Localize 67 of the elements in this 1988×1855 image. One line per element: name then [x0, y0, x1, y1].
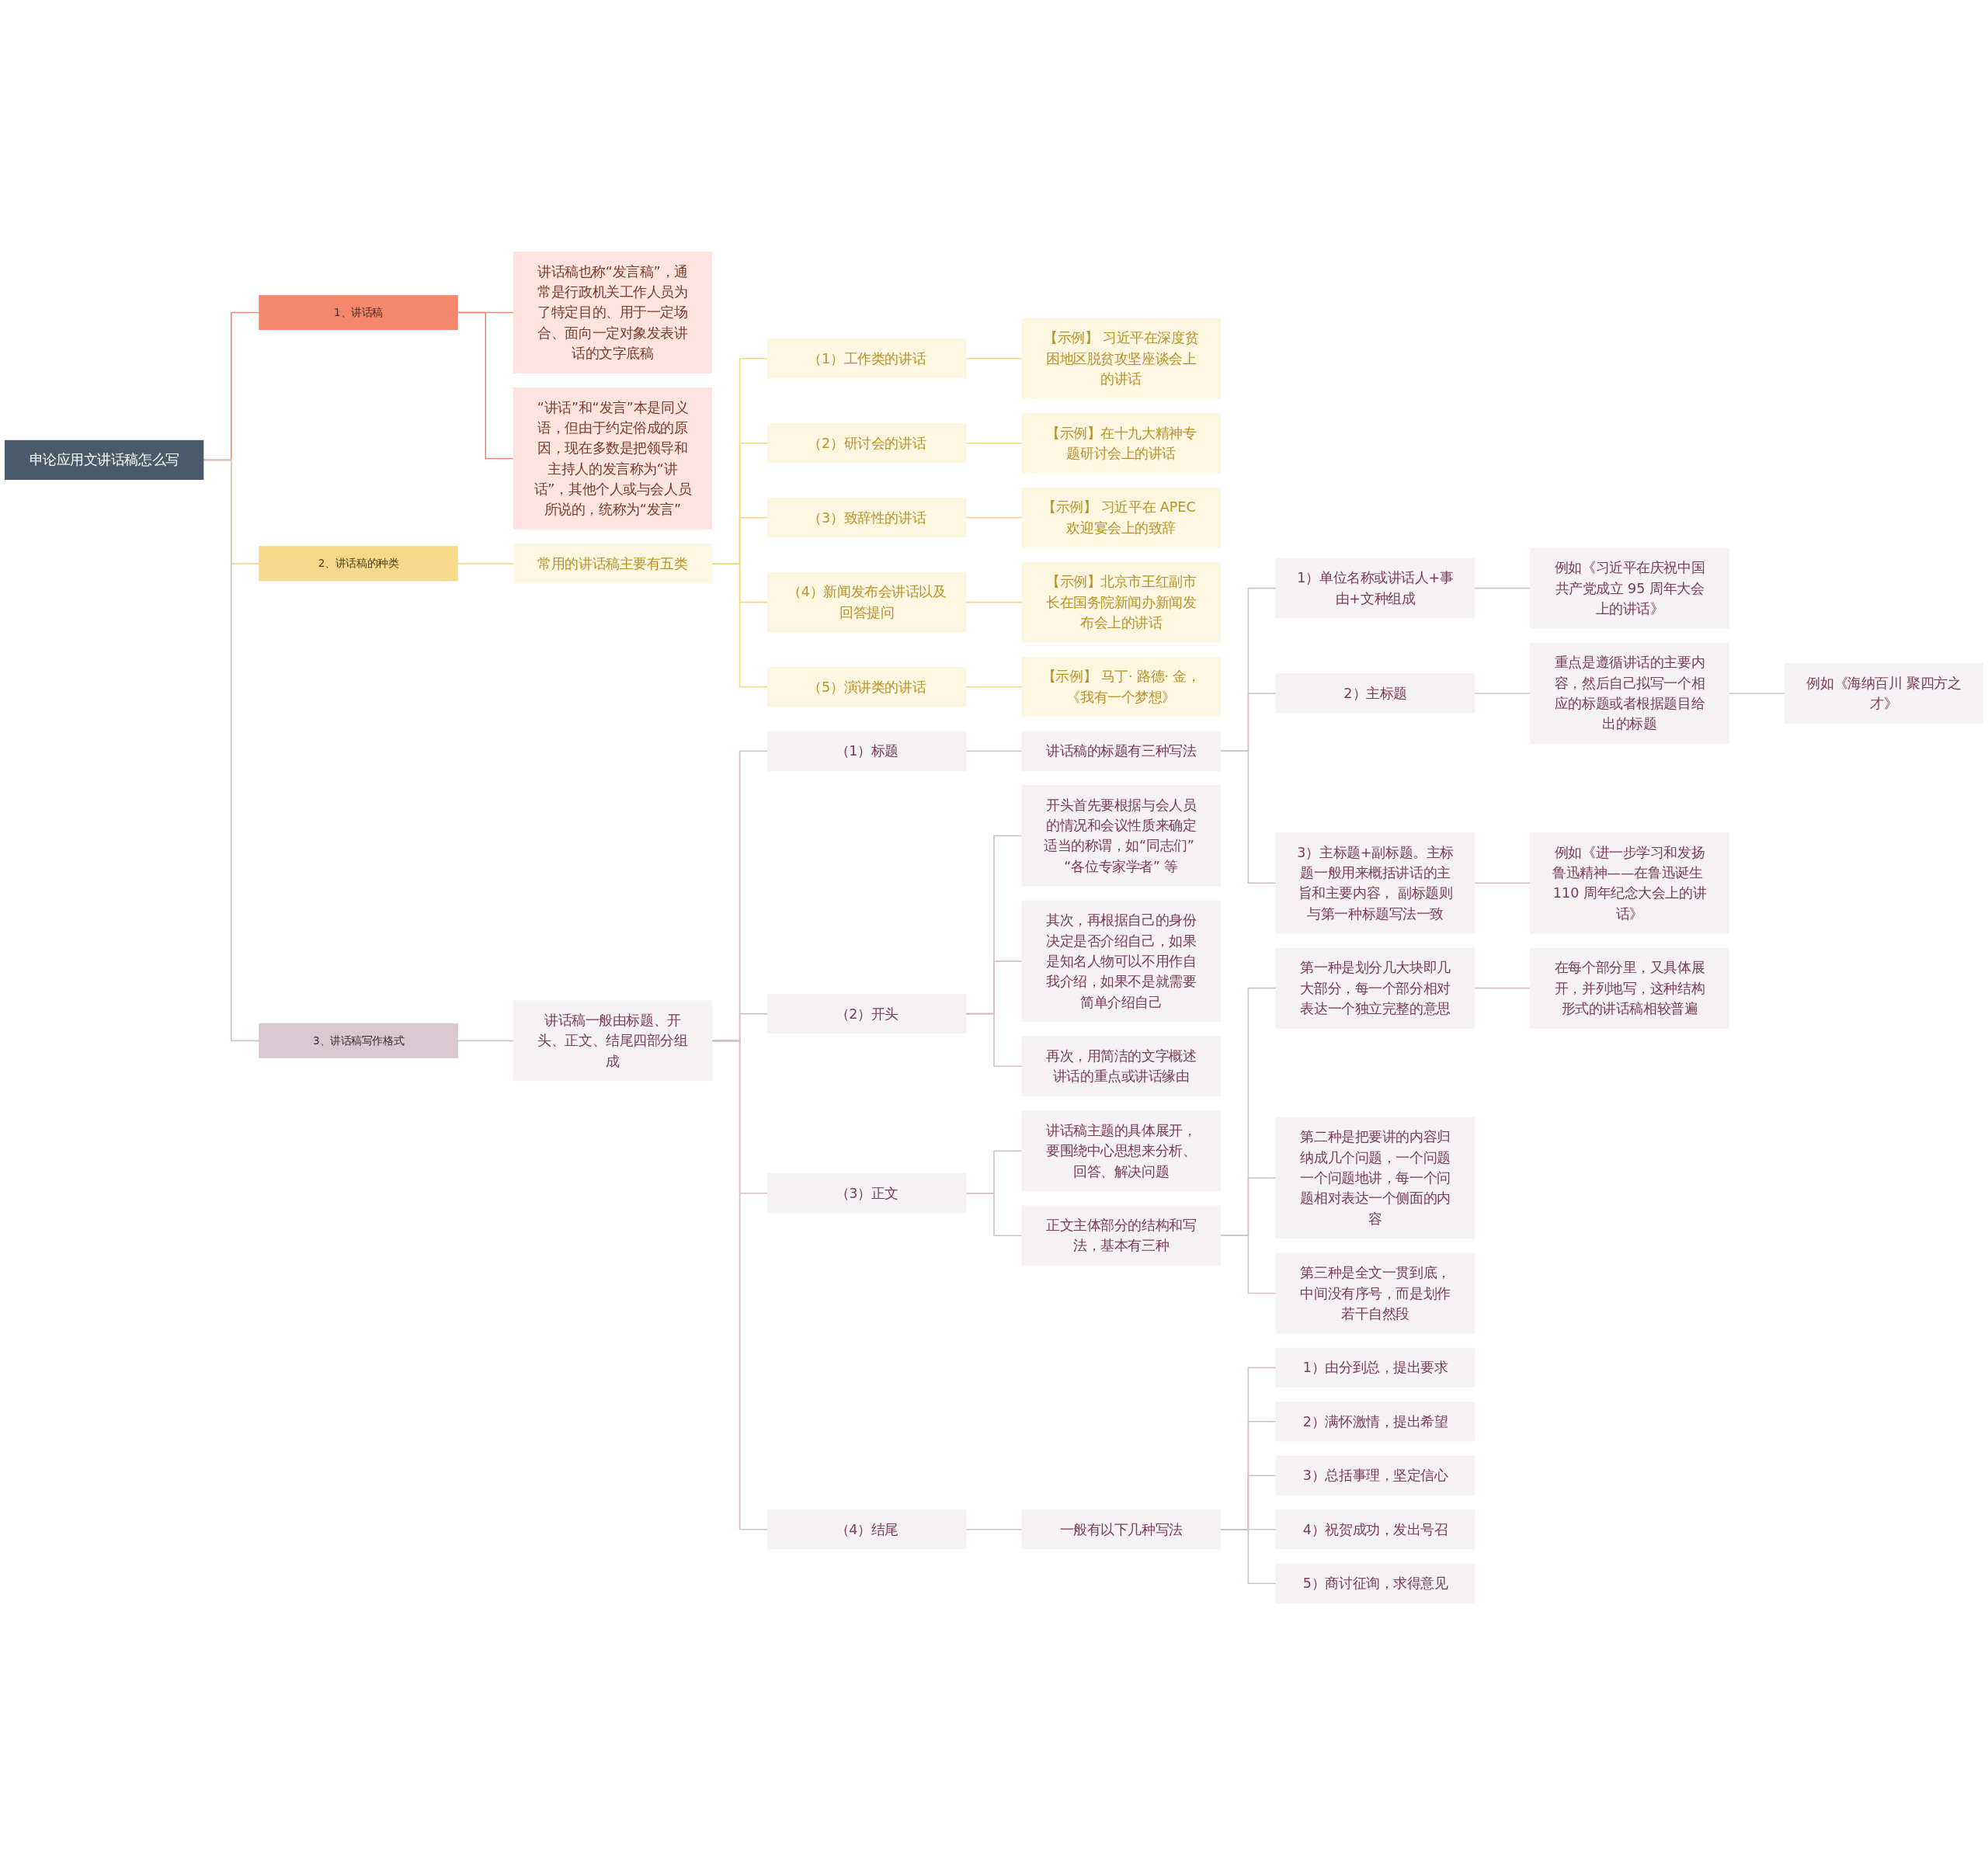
node-box: 在每个部分里，又具体展开，并列地写，这种结构形式的讲话稿相较普遍 — [1530, 947, 1729, 1029]
connector — [965, 601, 1023, 603]
connector — [965, 750, 1023, 752]
node-box: 【示例】 习近平在 APEC 欢迎宴会上的致辞 — [1021, 487, 1221, 548]
node-box: 讲话稿也称“发言稿”，通常是行政机关工作人员为了特定目的、用于一定场合、面向一定对象发表讲话的文字底稿 — [513, 252, 713, 373]
node-box: 讲话稿主题的具体展开，要围绕中心思想来分析、回答、解决问题 — [1021, 1110, 1221, 1192]
node-box: （3）致辞性的讲话 — [767, 498, 967, 538]
node-box: 【示例】 马丁· 路德· 金，《我有一个梦想》 — [1021, 656, 1221, 717]
node-box: 【示例】 习近平在深度贫困地区脱贫攻坚座谈会上的讲话 — [1021, 318, 1221, 399]
node-box: 讲话稿的标题有三种写法 — [1021, 731, 1221, 771]
connector — [965, 516, 1023, 519]
node-box: 2）满怀激情，提出希望 — [1275, 1402, 1475, 1442]
connector — [1474, 587, 1531, 589]
connector — [965, 442, 1023, 444]
node-box: 常用的讲话稿主要有五类 — [513, 544, 713, 584]
connector — [965, 686, 1023, 688]
node-box: 3、讲话稿写作格式 — [259, 1023, 458, 1058]
connector — [457, 1040, 514, 1042]
connector — [711, 1040, 769, 1530]
node-box: 正文主体部分的结构和写法，基本有三种 — [1021, 1205, 1221, 1266]
connector — [1474, 693, 1531, 694]
node-box: 【示例】在十九大精神专题研讨会上的讲话 — [1021, 413, 1221, 474]
node-box: 3）主标题+副标题。主标题一般用来概括讲话的主旨和主要内容， 副标题则与第一种标题写法一致 — [1275, 832, 1475, 934]
node-box: 3）总括事理，坚定信心 — [1275, 1455, 1475, 1495]
connector — [1219, 1528, 1277, 1584]
node-box: （2）开头 — [767, 994, 967, 1034]
connector — [1474, 882, 1531, 884]
node-box: （4）新闻发布会讲话以及回答提问 — [767, 571, 967, 633]
node-box: 1、讲话稿 — [259, 294, 458, 331]
connector — [1219, 750, 1277, 884]
node-box: （3）正文 — [767, 1173, 967, 1214]
node-box: 5）商讨征询，求得意见 — [1275, 1563, 1475, 1603]
connector — [711, 563, 769, 688]
connector — [965, 357, 1023, 360]
node-box: 第二种是把要讲的内容归纳成几个问题，一个问题一个问题地讲，每一个问题相对表达一个侧面的内容 — [1275, 1117, 1475, 1239]
node-box: 一般有以下几种写法 — [1021, 1509, 1221, 1550]
node-box: 开头首先要根据与会人员的情况和会议性质来确定适当的称谓，如“同志们” “各位专家学者” 等 — [1021, 785, 1221, 887]
node-box: 4）祝贺成功，发出号召 — [1275, 1509, 1475, 1550]
node-box: 1）单位名称或讲话人+事由+文种组成 — [1275, 558, 1475, 619]
connector — [965, 1013, 1023, 1068]
node-box: 例如《进一步学习和发扬鲁迅精神——在鲁迅诞生 110 周年纪念大会上的讲话》 — [1530, 832, 1729, 934]
node-box: 再次，用简洁的文字概述讲话的重点或讲话缘由 — [1021, 1036, 1221, 1096]
node-box: 【示例】北京市王红副市长在国务院新闻办新闻发布会上的讲话 — [1021, 561, 1221, 643]
node-box: 1）由分到总，提出要求 — [1275, 1347, 1475, 1388]
node-box: 申论应用文讲话稿怎么写 — [5, 439, 204, 480]
connector — [1474, 987, 1531, 989]
node-box: （1）标题 — [767, 731, 967, 771]
node-box: （5）演讲类的讲话 — [767, 667, 967, 707]
node-box: 第一种是划分几大块即几大部分，每一个部分相对表达一个独立完整的意思 — [1275, 947, 1475, 1029]
node-box: （2）研讨会的讲话 — [767, 423, 967, 464]
node-box: （1）工作类的讲话 — [767, 339, 967, 379]
node-box: 2）主标题 — [1275, 673, 1475, 714]
connector — [457, 311, 514, 460]
node-box: 例如《习近平在庆祝中国共产党成立 95 周年大会上的讲话》 — [1530, 547, 1729, 629]
node-box: 2、讲话稿的种类 — [259, 546, 458, 582]
node-box: 例如《海纳百川 聚四方之才》 — [1784, 663, 1983, 724]
connector — [1219, 1235, 1277, 1294]
node-box: 重点是遵循讲话的主要内容，然后自己拟写一个相应的标题或者根据题目给出的标题 — [1530, 642, 1729, 745]
connector — [457, 563, 514, 564]
connector — [965, 1192, 1023, 1237]
node-box: 其次，再根据自己的身份决定是否介绍自己，如果是知名人物可以不用作自我介绍，如果不是就需要简单介绍自己 — [1021, 900, 1221, 1023]
node-box: 第三种是全文一贯到底，中间没有序号，而是划作若干自然段 — [1275, 1252, 1475, 1334]
node-box: （4）结尾 — [767, 1509, 967, 1550]
node-box: 讲话稿一般由标题、开头、正文、结尾四部分组成 — [513, 1000, 713, 1082]
connector — [1728, 693, 1785, 694]
connector — [965, 1528, 1023, 1530]
node-box: “讲话”和“发言”本是同义语，但由于约定俗成的原因，现在多数是把领导和主持人的发言称为“讲话”，其他个人或与会人员所说的，统称为“发言” — [513, 387, 713, 530]
